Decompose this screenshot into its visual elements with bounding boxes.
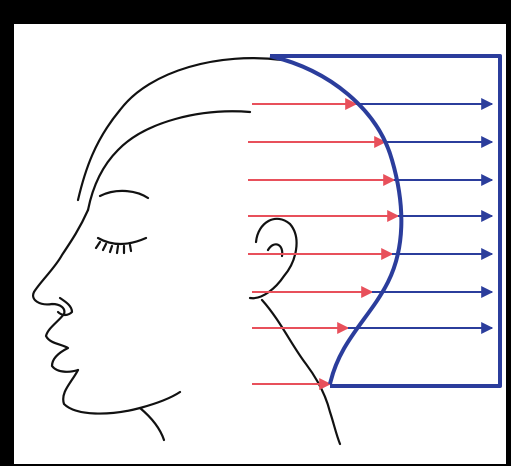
profile-box: [270, 56, 500, 386]
ear: [250, 219, 297, 298]
hair-inner-line: [88, 111, 250, 210]
chin-jaw: [63, 370, 180, 414]
neck-back: [262, 300, 340, 444]
eye: [98, 238, 146, 244]
boundary-profile: [270, 56, 500, 386]
velocity-profile-curve: [270, 56, 401, 384]
eyebrow: [100, 191, 148, 198]
neck-front: [140, 408, 164, 440]
head-profile-icon: [33, 58, 340, 444]
incoming-arrows: [248, 104, 398, 384]
lips: [46, 314, 78, 372]
hair-outline: [78, 58, 282, 200]
